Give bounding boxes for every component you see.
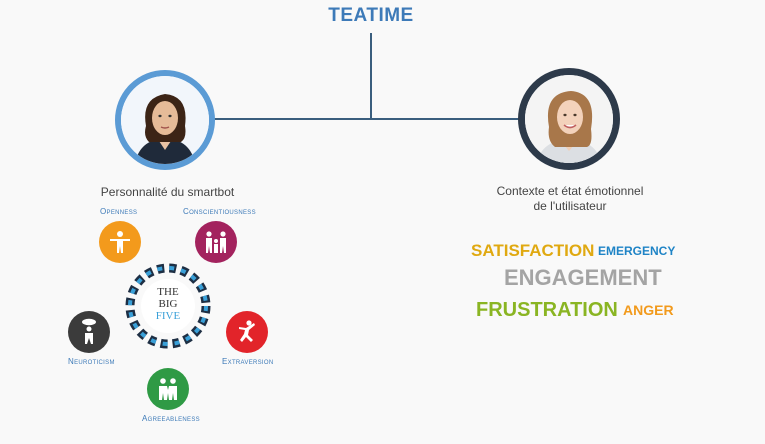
diagram-title: TEATIME — [328, 5, 414, 26]
agreeableness-icon — [147, 368, 189, 410]
emotion-engagement: ENGAGEMENT — [504, 265, 662, 290]
person-storm-cloud-icon — [82, 318, 96, 344]
big-five-the: THE — [157, 286, 179, 298]
extraversion-label: Extraversion — [222, 357, 274, 366]
conscientiousness-icon — [195, 221, 237, 263]
family-icon — [206, 231, 226, 253]
big-five-center-text: THE BIG FIVE — [144, 286, 192, 322]
smartbot-caption: Personnalité du smartbot — [100, 185, 235, 199]
neuroticism-label: Neuroticism — [68, 357, 115, 366]
openness-label: Openness — [100, 207, 138, 216]
jumping-person-icon — [239, 320, 255, 342]
conscientiousness-label: Conscientiousness — [183, 207, 256, 216]
two-people-icon — [159, 378, 177, 400]
extraversion-icon — [226, 311, 268, 353]
user-caption-line-2: de l'utilisateur — [533, 199, 607, 213]
user-avatar — [518, 68, 620, 170]
agreeableness-label: Agreeableness — [142, 414, 200, 423]
connector-horizontal — [212, 118, 522, 120]
big-five-ring — [120, 258, 216, 354]
emotion-anger: ANGER — [623, 302, 674, 318]
emotion-emergency: EMERGENCY — [598, 244, 676, 258]
openness-icon — [99, 221, 141, 263]
emotion-satisfaction: SATISFACTION — [471, 241, 595, 260]
emotion-frustration: FRUSTRATION — [476, 299, 618, 321]
user-caption-line-1: Contexte et état émotionnel — [496, 184, 644, 198]
person-arms-out-icon — [110, 231, 130, 253]
connector-vertical — [370, 33, 372, 119]
user-caption: Contexte et état émotionnel de l'utilisa… — [465, 184, 675, 214]
neuroticism-icon — [68, 311, 110, 353]
big-five-big: BIG — [158, 298, 178, 310]
smartbot-avatar — [115, 70, 215, 170]
big-five-five: FIVE — [155, 310, 181, 322]
